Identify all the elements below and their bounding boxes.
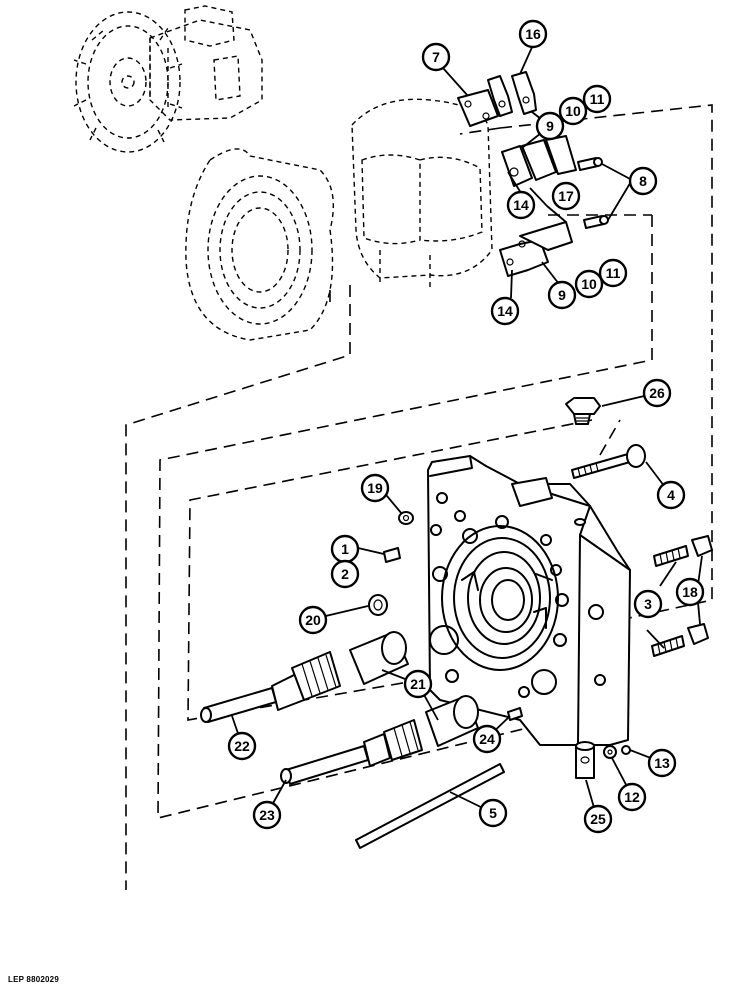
callout-9-top-label: 9 — [546, 118, 554, 134]
callout-13: 14 — [506, 190, 536, 220]
callout-1-label: 1 — [341, 541, 349, 557]
callout-14-mid: 17 — [551, 181, 581, 211]
callout-3: 3 — [633, 589, 663, 619]
spring-3-upper — [653, 535, 713, 567]
callout-8-label: 8 — [639, 173, 647, 189]
callout-19: 21 — [403, 669, 433, 699]
sleeve-19-lower — [425, 695, 479, 747]
spring-3-lower — [651, 623, 709, 657]
callout-17-label: 19 — [367, 480, 383, 496]
callout-24: 12 — [617, 782, 647, 812]
callout-11-top-label: 11 — [590, 91, 605, 107]
seal-18 — [368, 594, 388, 616]
callout-5: 5 — [478, 798, 508, 828]
callout-16-label: 18 — [682, 584, 698, 600]
spool-21 — [280, 719, 423, 785]
screw-4 — [571, 444, 646, 479]
callout-10-bottom-label: 10 — [581, 276, 597, 292]
callout-19-label: 21 — [410, 676, 426, 692]
callout-21: 23 — [252, 800, 282, 830]
callout-10-top: 10 — [558, 96, 588, 126]
callout-10-top-label: 10 — [565, 103, 581, 119]
callout-14-mid-label: 17 — [558, 188, 574, 204]
rod-5 — [355, 763, 505, 849]
callout-13-label: 14 — [513, 197, 529, 213]
callout-16: 18 — [675, 577, 705, 607]
callout-7-label: 7 — [432, 49, 440, 65]
ghost-housing-left — [185, 148, 335, 341]
callout-11-top: 11 — [582, 84, 612, 114]
callout-14-top-label: 16 — [525, 26, 541, 42]
upper-clamp-brackets — [487, 71, 537, 117]
plug-26 — [565, 397, 601, 425]
callout-7: 7 — [421, 42, 451, 72]
callout-25: 13 — [647, 748, 677, 778]
callout-26-label: 26 — [649, 385, 665, 401]
valve-block — [427, 455, 631, 746]
callout-25-label: 13 — [654, 755, 670, 771]
callout-22: 24 — [472, 724, 502, 754]
callout-4-label: 4 — [667, 487, 675, 503]
callout-8: 8 — [628, 166, 658, 196]
callout-3-label: 3 — [644, 596, 652, 612]
callout-23-label: 25 — [590, 811, 606, 827]
lower-clamp-brackets — [499, 215, 609, 277]
callout-20: 22 — [227, 731, 257, 761]
callout-1: 1 — [330, 534, 360, 564]
callout-11-bottom: 11 — [598, 258, 628, 288]
callout-21-label: 23 — [259, 807, 275, 823]
callout-22-label: 24 — [479, 731, 495, 747]
dashed-envelope-lines — [125, 104, 713, 890]
callout-11-bottom-label: 11 — [606, 265, 621, 281]
washer-24 — [603, 745, 617, 759]
spool-20 — [200, 651, 341, 723]
callout-17: 19 — [360, 473, 390, 503]
callout-24-label: 12 — [624, 789, 640, 805]
callout-5-label: 5 — [489, 805, 497, 821]
middle-clamp-brackets — [501, 135, 603, 187]
callout-9-bottom: 9 — [547, 280, 577, 310]
washer-25 — [621, 745, 631, 755]
sleeve-19-upper — [349, 631, 409, 685]
callout-26: 26 — [642, 378, 672, 408]
callout-12-label: 14 — [497, 303, 513, 319]
callout-10-bottom: 10 — [574, 269, 604, 299]
callout-4: 4 — [656, 480, 686, 510]
callout-2: 2 — [330, 559, 360, 589]
callout-2-label: 2 — [341, 566, 349, 582]
callout-14-top: 16 — [518, 19, 548, 49]
callout-23: 25 — [583, 804, 613, 834]
pin-1 — [383, 547, 401, 563]
callout-20-label: 22 — [234, 738, 250, 754]
ghost-gear-assembly — [73, 5, 263, 153]
callouts: 7 16 10 11 9 8 17 14 14 9 10 11 26 4 19 … — [227, 19, 705, 834]
callout-18: 20 — [298, 605, 328, 635]
callout-9-bottom-label: 9 — [558, 287, 566, 303]
callout-12: 14 — [490, 296, 520, 326]
ghost-housing-right — [351, 98, 493, 290]
plug-23 — [575, 741, 595, 779]
figure-reference-code: LEP 8802029 — [8, 975, 59, 984]
callout-9-top: 9 — [535, 111, 565, 141]
cover-plate — [457, 89, 499, 127]
callout-18-label: 20 — [305, 612, 321, 628]
nut-17 — [398, 511, 414, 525]
